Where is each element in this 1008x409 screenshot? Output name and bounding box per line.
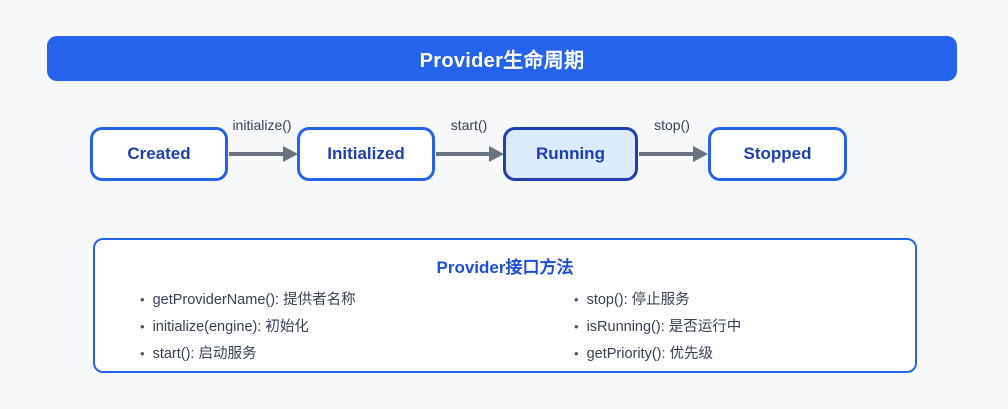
arrow-line — [436, 152, 489, 156]
transition-label-initialize: initialize() — [232, 117, 292, 133]
arrow-head-icon — [693, 146, 708, 162]
arrow-head-icon — [489, 146, 504, 162]
method-item: isRunning(): 是否运行中 — [574, 313, 742, 340]
state-label: Running — [536, 144, 605, 163]
arrow-line — [229, 152, 283, 156]
method-item: start(): 启动服务 — [140, 340, 356, 367]
state-box-initialized: Initialized — [297, 127, 435, 181]
state-box-stopped: Stopped — [708, 127, 847, 181]
method-list-left: getProviderName(): 提供者名称 initialize(engi… — [140, 286, 356, 367]
transition-label-start: start() — [450, 117, 488, 133]
transition-label-stop: stop() — [654, 117, 690, 133]
interface-panel: Provider接口方法 getProviderName(): 提供者名称 in… — [93, 238, 917, 373]
state-box-created: Created — [90, 127, 228, 181]
arrow-head-icon — [283, 146, 298, 162]
header-bar: Provider生命周期 — [47, 36, 957, 81]
state-label: Created — [127, 144, 191, 163]
state-label: Stopped — [743, 144, 812, 163]
page-title: Provider生命周期 — [419, 50, 585, 72]
state-label: Initialized — [327, 144, 405, 163]
state-box-running: Running — [503, 127, 638, 181]
arrow-line — [639, 152, 693, 156]
method-item: stop(): 停止服务 — [574, 286, 741, 313]
method-item: getProviderName(): 提供者名称 — [140, 286, 356, 313]
method-item: initialize(engine): 初始化 — [140, 313, 356, 340]
method-item: getPriority(): 优先级 — [574, 340, 741, 367]
panel-title: Provider接口方法 — [436, 258, 574, 277]
method-list-right: stop(): 停止服务 isRunning(): 是否运行中 getPrior… — [574, 286, 742, 367]
